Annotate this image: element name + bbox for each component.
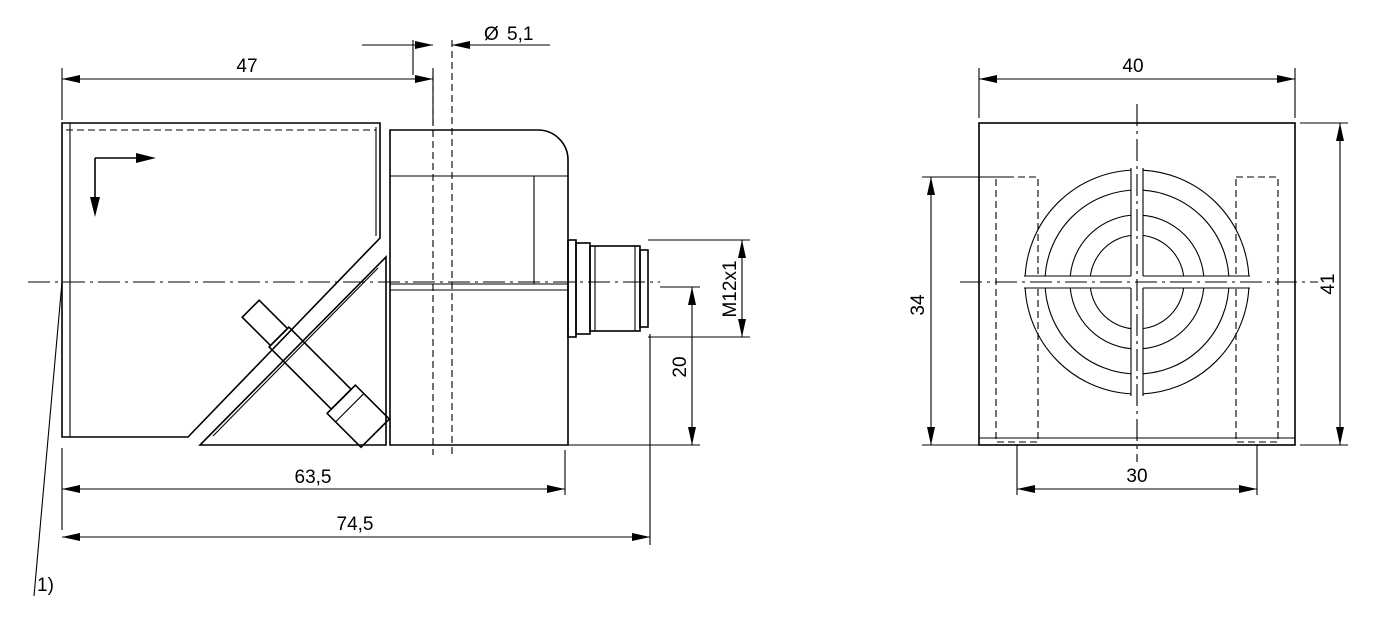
connector-block-outline bbox=[389, 129, 569, 446]
dim-63-5-label: 63,5 bbox=[295, 467, 332, 488]
front-view bbox=[960, 104, 1318, 462]
side-view bbox=[28, 40, 660, 597]
dim-m12x1-label: M12x1 bbox=[720, 260, 741, 317]
front-view-dimensions bbox=[922, 68, 1348, 495]
dim-41-label: 41 bbox=[1318, 273, 1339, 294]
diameter-symbol: Ø bbox=[484, 24, 499, 45]
dim-20-label: 20 bbox=[670, 356, 691, 377]
dim-47-label: 47 bbox=[236, 56, 257, 77]
light-path-arrow-icon bbox=[90, 153, 156, 217]
mounting-wedge bbox=[198, 255, 387, 446]
dim-5-1-label: 5,1 bbox=[507, 24, 533, 45]
dim-40-label: 40 bbox=[1122, 56, 1143, 77]
dim-30-label: 30 bbox=[1126, 466, 1147, 487]
note-1-label: 1) bbox=[37, 575, 54, 596]
dim-74-5-label: 74,5 bbox=[337, 514, 374, 535]
sensor-housing-outline bbox=[61, 122, 381, 438]
side-view-dimensions bbox=[61, 40, 750, 545]
m12-connector bbox=[567, 239, 649, 338]
mounting-screw bbox=[241, 299, 391, 449]
dim-34-label: 34 bbox=[908, 294, 929, 316]
